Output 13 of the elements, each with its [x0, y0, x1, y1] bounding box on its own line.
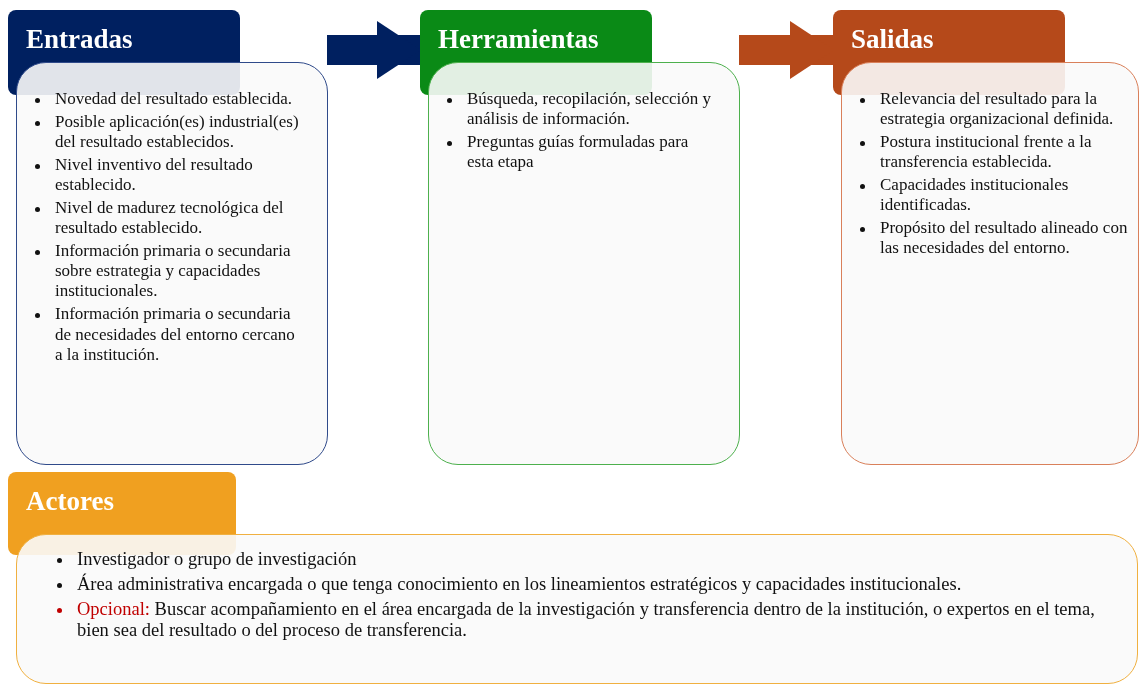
- list-item-text: Área administrativa encargada o que tenga conocimiento en los lineamientos estratégicos y capacidades institucionales.: [77, 573, 962, 594]
- list-item-text: Información primaria o secundaria de necesidades del entorno cercano a la institución.: [55, 304, 295, 364]
- list-item-text: Posible aplicación(es) industrial(es) del resultado establecidos.: [55, 112, 299, 152]
- list-item-text: Capacidades institucionales identificadas.: [880, 175, 1069, 215]
- list-item-text: Preguntas guías formuladas para esta etapa: [467, 132, 689, 172]
- list-item-text: Postura institucional frente a la transferencia establecida.: [880, 132, 1092, 172]
- list-item-text: Nivel inventivo del resultado establecido.: [55, 155, 253, 195]
- block-arrow: [327, 21, 421, 79]
- block-arrow: [739, 21, 834, 79]
- list-item-text: Propósito del resultado alineado con las necesidades del entorno.: [880, 218, 1128, 258]
- list-item-text: Información primaria o secundaria sobre estrategia y capacidades institucionales.: [55, 241, 291, 301]
- list-item-text: Nivel de madurez tecnológica del resultado establecido.: [55, 198, 284, 238]
- list-item-text: Opcional: Buscar acompañamiento en el área encargada de la investigación y transferencia dentro de la institución, o expertos en el tema, bien sea del resultado o del proceso de transferencia.: [77, 598, 1095, 641]
